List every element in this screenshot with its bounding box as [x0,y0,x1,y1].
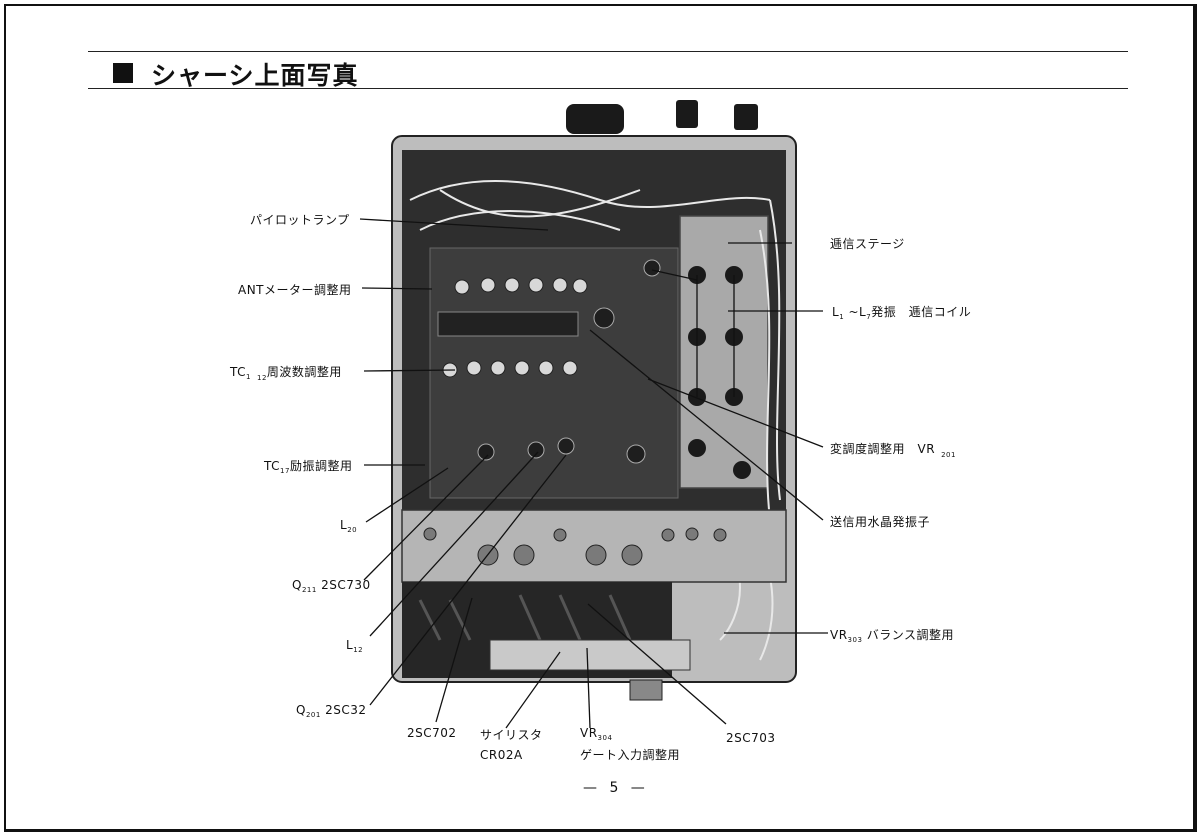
label-2sc703: 2SC703 [726,731,776,745]
label-thyristor: サイリスタ CR02A [480,726,543,762]
label-l20: L20 [340,518,357,534]
coil-holes [688,266,751,479]
label-modulation: 変調度調整用 VR 201 [830,440,956,459]
transistor-cans [477,259,661,464]
coil-sub1-text: 1 [839,313,845,321]
tc-main-text: TC [230,365,247,379]
coil-rest-text: 発振 逓信コイル [871,305,972,319]
title-square-icon [113,63,133,83]
vr304-sub-text: 304 [597,734,613,742]
header-rule-bottom [88,88,1128,89]
label-coil: L1 ~L7発振 逓信コイル [832,303,971,321]
tc-rest-text: 周波数調整用 [266,365,342,379]
label-tc17: TC17励振調整用 [264,457,352,475]
wiring-harness [409,180,781,661]
label-pilot-lamp: パイロットランプ [250,213,350,227]
l12-sub-text: 12 [353,646,364,654]
tc-sub1-text: 1 [246,373,251,381]
q201-rest-text: 2SC32 [325,703,367,717]
top-jack-right [734,104,758,130]
coil-sub7-text: 7 [866,313,872,321]
thyristor-line-1: サイリスタ [480,728,543,742]
label-vr304: VR304 ゲート入力調整用 [580,726,680,763]
q201-sub-text: 201 [305,711,321,719]
label-q211: Q211 2SC730 [292,578,371,594]
label-2sc702: 2SC702 [407,726,457,740]
vr303-sub-text: 303 [847,636,863,644]
q211-rest-text: 2SC730 [321,578,371,592]
fin-lines [418,594,632,641]
page-title: シャーシ上面写真 [151,61,359,90]
tc17-sub-text: 17 [280,467,290,475]
tc17-rest-text: 励振調整用 [289,459,353,473]
vr303-main-text: VR [830,628,848,642]
vr304-rest-text: ゲート入力調整用 [580,748,681,762]
crystal-socket-row [437,311,579,337]
mod-main-text: 変調度調整用 VR [830,442,936,456]
l12-main-text: L [346,638,354,652]
top-jack-left [676,100,698,128]
label-q201: Q201 2SC32 [296,703,367,719]
label-vr303: VR303 バランス調整用 [830,626,954,644]
page-border [4,4,1197,832]
label-l12: L12 [346,638,363,654]
antenna-connector [629,679,663,701]
page-number: — 5 — [583,780,649,796]
trimmer-capacitors [442,277,588,378]
label-ant-meter: ANTメーター調整用 [238,283,352,297]
vr304-main-text: VR [580,726,598,740]
coil-l1-text: L [832,305,840,319]
q211-sub-text: 211 [301,586,317,594]
vertical-connectors [651,269,735,397]
terminal-strip [489,639,691,671]
label-tc1-12: TC1 12周波数調整用 [230,363,342,382]
tc17-main-text: TC [264,459,281,473]
coil-mid-text: ~L [848,305,867,319]
label-tx-stage: 逓信ステージ [830,237,905,251]
tuning-knob [566,104,624,134]
mod-sub-text: 201 [941,451,956,459]
l20-main-text: L [340,518,348,532]
label-crystal: 送信用水晶発振子 [830,515,931,529]
q211-main-text: Q [292,578,302,592]
thyristor-line-2: CR02A [480,748,523,762]
l20-sub-text: 20 [347,526,358,534]
header-rule-top [88,51,1128,52]
q201-main-text: Q [296,703,306,717]
tc-sub2-text: 12 [256,374,267,382]
vr303-rest-text: バランス調整用 [866,628,955,642]
